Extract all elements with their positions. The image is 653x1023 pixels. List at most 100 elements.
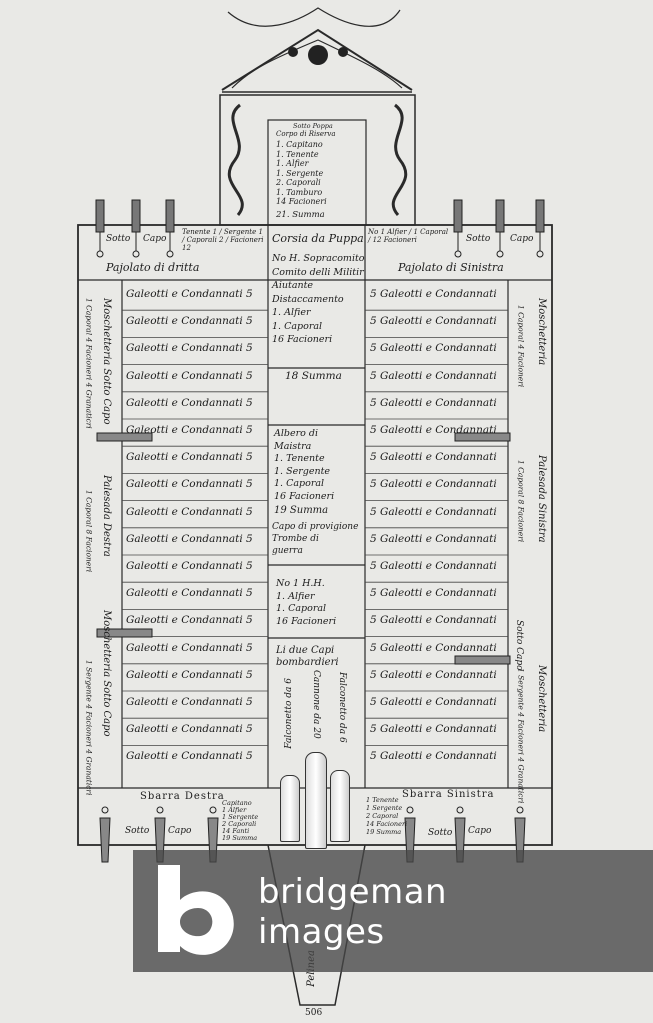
crossbar-icon (454, 432, 511, 442)
bench-row-right: 5 Galeotti e Condannati (370, 614, 497, 627)
cannon-label-3: Falconetto da 6 (337, 672, 347, 743)
bench-row-right: 5 Galeotti e Condannati (370, 505, 497, 518)
cannon-label-2: Cannone da 20 (311, 670, 321, 739)
bench-row-left: Galeotti e Condannati 5 (126, 505, 253, 518)
bench-row-left: Galeotti e Condannati 5 (126, 396, 253, 409)
oar-post-icon (165, 199, 175, 258)
text-line: 14 Facioneri (366, 820, 408, 828)
text-line: guerra (272, 546, 303, 556)
bench-row-right: 5 Galeotti e Condannati (370, 315, 497, 328)
header-right-label: Pajolato di Sinistra (398, 261, 504, 274)
bench-row-left: Galeotti e Condannati 5 (126, 587, 253, 600)
bench-row-left: Galeotti e Condannati 5 (126, 478, 253, 491)
text-line: 16 Facioneri (272, 334, 333, 345)
bench-row-left: Galeotti e Condannati 5 (126, 424, 253, 436)
text-line: 14 Fanti (222, 827, 250, 835)
bench-row-right: 5 Galeotti e Condannati (370, 478, 497, 491)
oar-post-icon (495, 199, 505, 258)
text-line: Maistra (274, 440, 312, 452)
bench-row-left: Galeotti e Condannati 5 (126, 288, 253, 300)
left-moschetteria-bottom-detail: 1 Sergente 4 Facioneri 4 Granaticri (84, 660, 94, 796)
bench-row-left: Galeotti e Condannati 5 (126, 614, 253, 627)
text-line: 1. Alfier (276, 159, 309, 168)
text-line: Li due Capi (276, 645, 335, 656)
bench-row-right: 5 Galeotti e Condannati (370, 451, 497, 464)
header-center: Corsia da Puppa (272, 232, 364, 245)
text-line: 2 Caporal (366, 812, 399, 820)
text-line: 1. Tenente (274, 453, 325, 464)
cannon-icon (305, 752, 327, 849)
text-line: 1. Tenente (276, 149, 319, 159)
right-sotto-capo: Sotto Capo (514, 620, 524, 671)
text-line: 16 Facioneri (274, 490, 335, 502)
header-left-capo: Capo (143, 234, 167, 244)
bottom-left-sotto: Sotto (125, 826, 150, 836)
text-line: 1. Alfier (272, 307, 311, 318)
header-right-capo: Capo (510, 234, 534, 244)
text-line: 1 Alfier (222, 806, 247, 814)
left-moschetteria-bottom: Moschetteria Sotto Capo (101, 610, 112, 737)
bottom-right-title: Sbarra Sinistra (402, 789, 495, 800)
text-line: 1. Alfier (276, 590, 315, 602)
text-line: Capitano (222, 799, 252, 807)
text-line: 1. Caporal (274, 478, 325, 489)
right-palesada: Palesada Sinistra (536, 455, 547, 543)
bench-row-right: 5 Galeotti e Condannati (370, 424, 497, 436)
text-line: 1. Capitano (276, 140, 323, 149)
oar-post-icon (535, 199, 545, 258)
top-block-subtitle: Corpo di Riserva (276, 130, 336, 138)
header-left-group: Tenente 1 / Sergente 1 / Caporali 2 / Fa… (182, 228, 264, 252)
header-left-label: Pajolato di dritta (106, 261, 200, 274)
text-line: 2 Caporali (222, 820, 257, 828)
text-line: 19 Summa (222, 834, 258, 842)
bench-row-left: Galeotti e Condannati 5 (126, 560, 253, 572)
bench-row-right: 5 Galeotti e Condannati (370, 723, 497, 736)
text-line: 1 Sergente (222, 813, 259, 821)
left-moschetteria-top: Moschetteria Sotto Capo (101, 298, 112, 425)
left-palesada: Palesada Destra (101, 475, 112, 557)
left-scroll (227, 103, 244, 216)
bench-row-right: 5 Galeotti e Condannati (370, 288, 497, 300)
text-line: Comito delli Militir (272, 266, 364, 278)
bridgeman-logo-icon (158, 865, 234, 955)
bench-row-left: Galeotti e Condannati 5 (126, 696, 253, 708)
bench-row-left: Galeotti e Condannati 5 (126, 342, 253, 355)
text-line: 1. Tamburo (276, 187, 323, 197)
cannon-icon (330, 770, 350, 842)
bench-row-right: 5 Galeotti e Condannati (370, 560, 497, 572)
oar-post-icon (95, 199, 105, 258)
eagle-emblem (288, 45, 348, 65)
center-block-1-summa: 18 Summa (285, 370, 342, 382)
bench-row-right: 5 Galeotti e Condannati (370, 532, 497, 545)
watermark-line1: bridgeman (258, 872, 448, 912)
text-line: 1. Sergente (274, 465, 331, 477)
bench-row-right: 5 Galeotti e Condannati (370, 587, 497, 600)
text-line: 2. Caporali (276, 178, 321, 187)
bottom-left-capo: Capo (168, 826, 192, 836)
bench-row-right: 5 Galeotti e Condannati (370, 396, 497, 409)
watermark-line2: images (258, 912, 385, 952)
right-moschetteria-bottom: Moschetteria (536, 665, 547, 733)
text-line: bombardieri (276, 657, 339, 668)
text-line: 1 Sergente (366, 804, 403, 812)
oar-post-icon (453, 199, 463, 258)
oar-post-icon (99, 806, 111, 863)
bottom-right-sotto: Sotto (428, 828, 453, 838)
text-line: No 1 H.H. (276, 578, 325, 589)
text-line: 14 Facioneri (276, 197, 327, 206)
bottom-left-title: Sbarra Destra (140, 791, 225, 802)
crossbar-icon (96, 432, 153, 442)
left-palesada-detail: 1 Caporal 8 Facioneri (84, 490, 94, 573)
header-right-group: No 1 Alfier / 1 Caporal / 12 Facioneri (368, 228, 449, 244)
bench-row-right: 5 Galeotti e Condannati (370, 342, 497, 355)
center-block-2-summa: 19 Summa (274, 505, 329, 516)
cannon-label-1: Falconetto da 6 (284, 678, 294, 749)
bench-row-left: Galeotti e Condannati 5 (126, 369, 253, 382)
